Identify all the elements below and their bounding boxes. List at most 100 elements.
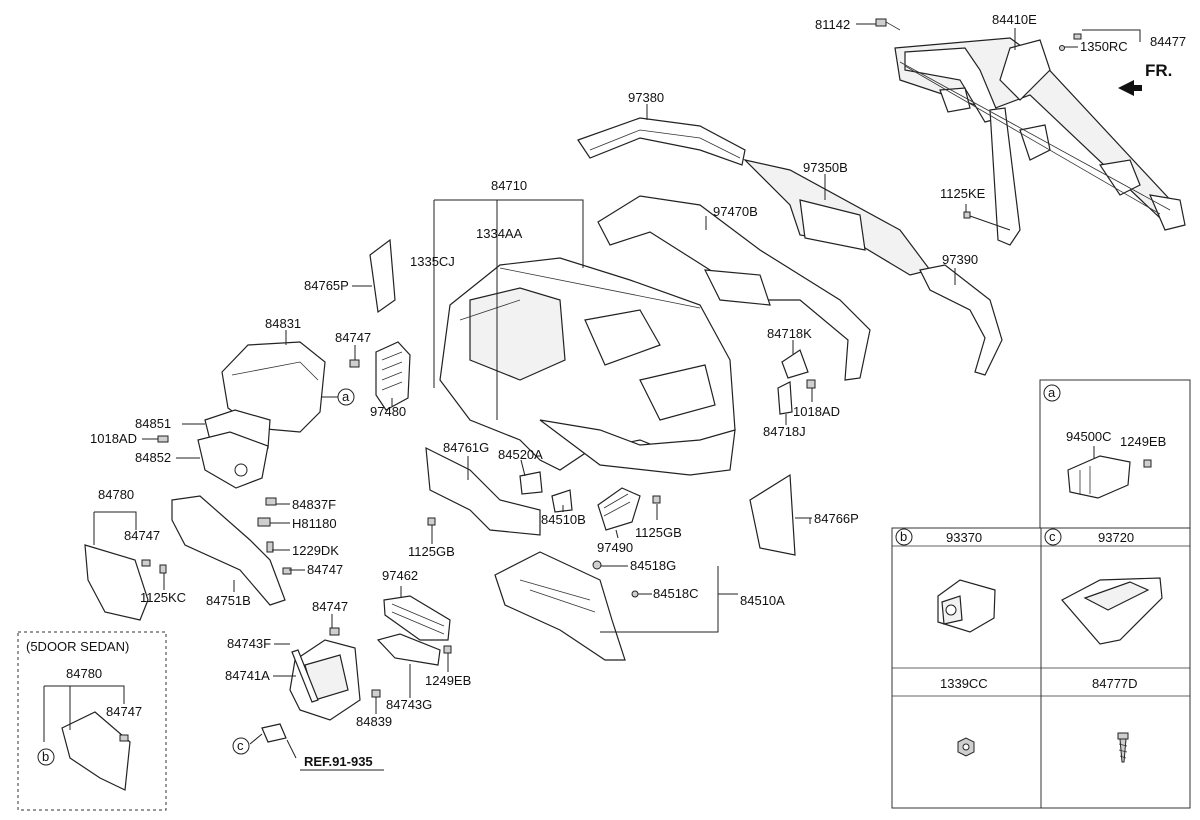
center-fascia-84741A bbox=[289, 639, 361, 721]
label-84761G: 84761G bbox=[443, 440, 489, 455]
sedan-label-84747: 84747 bbox=[106, 704, 142, 719]
fastener-icon bbox=[1059, 33, 1082, 51]
label-84747-c: 84747 bbox=[307, 562, 343, 577]
callout-a: a bbox=[322, 388, 355, 406]
label-84743G: 84743G bbox=[386, 697, 432, 712]
callout-b: b bbox=[37, 748, 55, 766]
label-1229DK: 1229DK bbox=[292, 543, 339, 558]
label-84710: 84710 bbox=[491, 178, 527, 193]
lower-cover-84780 bbox=[84, 544, 149, 621]
vent-97490 bbox=[597, 487, 641, 531]
legend-box-c: c 93720 84777D bbox=[1040, 527, 1191, 809]
svg-text:b: b bbox=[900, 529, 907, 544]
label-97470B: 97470B bbox=[713, 204, 758, 219]
label-84747-b: 84747 bbox=[124, 528, 160, 543]
label-84751B: 84751B bbox=[206, 593, 251, 608]
label-84510A: 84510A bbox=[740, 593, 785, 608]
label-84518G: 84518G bbox=[630, 558, 676, 573]
label-97480: 97480 bbox=[370, 404, 406, 419]
label-97350B: 97350B bbox=[803, 160, 848, 175]
label-1125GB-right: 1125GB bbox=[635, 525, 682, 540]
label-84766P: 84766P bbox=[814, 511, 859, 526]
label-H81180: H81180 bbox=[292, 516, 337, 531]
lower-panel-84761G bbox=[425, 446, 541, 536]
side-duct-97470B bbox=[597, 195, 871, 381]
center-vent-97462 bbox=[383, 595, 451, 641]
switch-93370-icon bbox=[937, 579, 996, 633]
defroster-duct-97380 bbox=[577, 117, 746, 166]
label-84510B: 84510B bbox=[541, 512, 586, 527]
label-84852: 84852 bbox=[135, 450, 171, 465]
clip-icon bbox=[159, 497, 292, 575]
svg-text:a: a bbox=[1048, 385, 1056, 400]
bracket-84718J bbox=[777, 381, 793, 415]
label-1335CJ: 1335CJ bbox=[410, 254, 455, 269]
legend-box-a: a 94500C 1249EB bbox=[1039, 379, 1191, 529]
legend-e-part-84777D: 84777D bbox=[1092, 676, 1138, 691]
svg-text:c: c bbox=[1049, 529, 1056, 544]
label-84780: 84780 bbox=[98, 487, 134, 502]
label-84743F: 84743F bbox=[227, 636, 271, 651]
label-84410E: 84410E bbox=[992, 12, 1037, 27]
side-duct-97390 bbox=[919, 264, 1003, 376]
svg-text:c: c bbox=[237, 738, 244, 753]
label-97490: 97490 bbox=[597, 540, 633, 555]
label-1334AA: 1334AA bbox=[476, 226, 523, 241]
side-cover-84766P bbox=[749, 473, 796, 556]
label-84718J: 84718J bbox=[763, 424, 806, 439]
leader-lines bbox=[43, 23, 1141, 759]
label-84747-d: 84747 bbox=[312, 599, 348, 614]
clip-icon bbox=[119, 734, 129, 742]
legend-box-b: b 93370 1339CC bbox=[891, 527, 1042, 809]
label-1125KE: 1125KE bbox=[940, 186, 986, 201]
legend-a-part-1249EB: 1249EB bbox=[1120, 434, 1166, 449]
label-1018AD-right: 1018AD bbox=[793, 404, 840, 419]
label-84518C: 84518C bbox=[653, 586, 699, 601]
clip-icon bbox=[349, 359, 360, 368]
label-1125KC: 1125KC bbox=[140, 590, 186, 605]
bracket-84520A bbox=[519, 471, 543, 495]
label-84851: 84851 bbox=[135, 416, 171, 431]
screw-icon bbox=[963, 211, 1011, 231]
label-84839: 84839 bbox=[356, 714, 392, 729]
cowl-cross-bar-assembly bbox=[894, 37, 1186, 246]
label-97380: 97380 bbox=[628, 90, 664, 105]
sedan-variant-title: (5DOOR SEDAN) bbox=[26, 639, 129, 654]
clip-icon bbox=[141, 559, 151, 567]
label-84718K: 84718K bbox=[767, 326, 812, 341]
callout-c: c bbox=[232, 737, 250, 755]
switch-93720-icon bbox=[1061, 577, 1163, 645]
label-84831: 84831 bbox=[265, 316, 301, 331]
column-shroud-lower-84852 bbox=[197, 431, 269, 489]
sedan-variant-box bbox=[17, 631, 167, 811]
label-1125GB-left: 1125GB bbox=[408, 544, 455, 559]
bracket-84510B bbox=[551, 489, 573, 513]
switch-bracket-icon bbox=[261, 723, 287, 743]
label-84741A: 84741A bbox=[225, 668, 270, 683]
label-97462: 97462 bbox=[382, 568, 418, 583]
screw-icon bbox=[1117, 732, 1129, 763]
label-84747-a: 84747 bbox=[335, 330, 371, 345]
label-84837F: 84837F bbox=[292, 497, 336, 512]
label-1249EB-mid: 1249EB bbox=[425, 673, 471, 688]
crash-pad-main-84710 bbox=[439, 257, 736, 476]
center-duct-97350B bbox=[743, 158, 932, 276]
nut-icon bbox=[957, 737, 975, 757]
label-84520A: 84520A bbox=[498, 447, 543, 462]
vent-97480 bbox=[375, 341, 411, 411]
sedan-label-84780: 84780 bbox=[66, 666, 102, 681]
label-1018AD-left: 1018AD bbox=[90, 431, 137, 446]
bolt-icon bbox=[157, 435, 169, 443]
reference-label: REF.91-935 bbox=[304, 754, 373, 769]
svg-text:b: b bbox=[42, 749, 49, 764]
label-1350RC: 1350RC bbox=[1080, 39, 1128, 54]
svg-text:a: a bbox=[342, 389, 350, 404]
bolt-icon bbox=[875, 18, 901, 31]
center-panel-84743G bbox=[376, 633, 441, 666]
label-84765P: 84765P bbox=[304, 278, 349, 293]
label-84477: 84477 bbox=[1150, 34, 1186, 49]
label-81142: 81142 bbox=[815, 17, 850, 32]
side-cover-84765P bbox=[369, 238, 396, 314]
legend-a-part-94500C: 94500C bbox=[1066, 429, 1112, 444]
label-97390: 97390 bbox=[942, 252, 978, 267]
